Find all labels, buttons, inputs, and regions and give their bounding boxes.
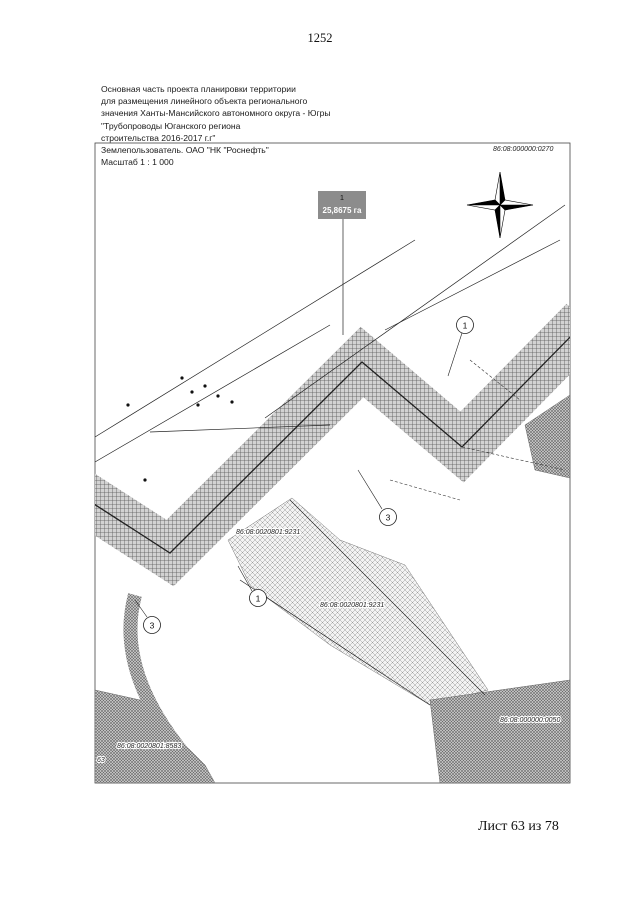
cadastral-label: 86:08:0020801:9231 <box>320 602 384 609</box>
compass-rose-icon <box>466 171 534 239</box>
area-label: 1 25,8675 га <box>318 191 366 219</box>
survey-points <box>126 376 234 482</box>
road-lines <box>95 204 566 706</box>
area-label-value: 25,8675 га <box>323 206 362 215</box>
parcel-9231-area <box>227 497 489 706</box>
callout-leaders <box>134 332 463 618</box>
cadastral-label: 86:08:000000:0270 <box>493 146 553 153</box>
callout-marker: 1 <box>456 316 474 334</box>
pipeline-corridor-band <box>95 303 570 587</box>
map-content <box>95 204 570 783</box>
parcel-0050-area <box>429 679 570 783</box>
header-line: значения Ханты-Мансийского автономного о… <box>101 108 331 119</box>
header-line: строительства 2016-2017 г.г" <box>101 132 216 143</box>
edge-label: 63 <box>97 757 105 764</box>
curved-hatched-strip <box>123 593 211 783</box>
callout-marker: 3 <box>379 508 397 526</box>
header-line: для размещения линейного объекта региона… <box>101 96 308 107</box>
callout-number: 1 <box>256 594 261 604</box>
scale-line: Масштаб 1 : 1 000 <box>101 157 174 168</box>
callout-number: 1 <box>463 321 468 331</box>
callout-marker: 3 <box>143 616 161 634</box>
callout-number: 3 <box>150 621 155 631</box>
map-frame <box>94 142 571 784</box>
sheet-number: Лист 63 из 78 <box>478 819 559 834</box>
parcel-top-right-area <box>524 394 570 479</box>
map-header: Основная часть проекта планировки террит… <box>101 83 331 168</box>
callout-number: 3 <box>386 513 391 523</box>
header-line: Землепользователь. ОАО "НК "Роснефть" <box>101 144 269 155</box>
cadastral-label: 86:08:0020801:8583 <box>117 743 181 750</box>
page-number: 1252 <box>307 31 333 45</box>
cadastral-label: 86:08:000000:0050 <box>500 717 560 724</box>
pipeline-axis-line <box>95 336 570 554</box>
cadastral-label: 86:08:0020801:9231 <box>236 529 300 536</box>
dashed-lines <box>389 359 566 501</box>
header-line: "Трубопроводы Юганского региона <box>101 120 241 131</box>
callout-marker: 1 <box>249 589 267 607</box>
header-line: Основная часть проекта планировки террит… <box>101 84 296 94</box>
area-label-number: 1 <box>340 193 344 202</box>
